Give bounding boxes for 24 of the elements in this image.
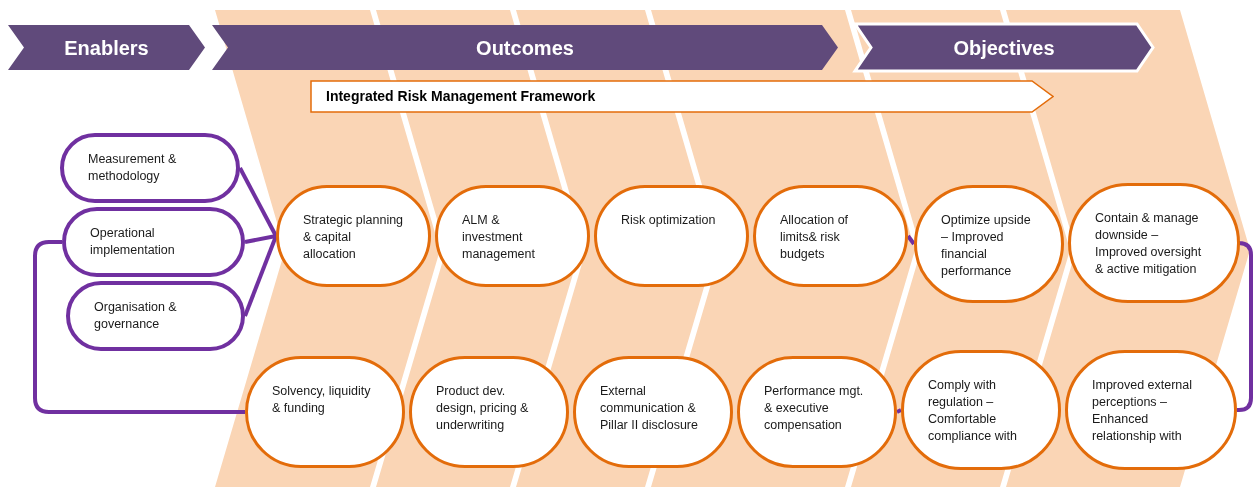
- enabler-label: Operational implementation: [90, 225, 176, 259]
- pill-label: Contain & manage downside – Improved oversight & active mitigation: [1095, 210, 1203, 278]
- enabler-label: Organisation & governance: [94, 299, 178, 333]
- chevron-banner: [8, 25, 205, 70]
- pill-label: Comply with regulation – Comfortable compliance with: [928, 377, 1018, 445]
- pill-label: Product dev. design, pricing & underwriting: [436, 383, 530, 434]
- pill-label: Solvency, liquidity & funding: [272, 383, 372, 417]
- pill-label: Optimize upside – Improved financial performance: [941, 212, 1032, 280]
- chevron-banner: [855, 24, 1153, 71]
- banner-title: Integrated Risk Management Framework: [326, 87, 596, 106]
- stage-title: Outcomes: [476, 35, 574, 61]
- pill-label: Risk optimization: [621, 212, 716, 229]
- enabler-label: Measurement & methodology: [88, 151, 178, 185]
- connector-line: [244, 234, 277, 244]
- pill-label: ALM & investment management: [462, 212, 536, 263]
- pill-label: External communication & Pillar II disclosure: [600, 383, 699, 434]
- stage-title: Enablers: [64, 35, 149, 61]
- pill-label: Strategic planning & capital allocation: [303, 212, 404, 263]
- chevron-banner: [212, 25, 838, 70]
- arrow-banner: [310, 80, 1054, 113]
- pill-label: Performance mgt. & executive compensation: [764, 383, 865, 434]
- pill-label: Allocation of limits& risk budgets: [780, 212, 850, 263]
- stage-title: Objectives: [953, 35, 1055, 61]
- pill-label: Improved external perceptions – Enhanced relationship with: [1092, 377, 1194, 445]
